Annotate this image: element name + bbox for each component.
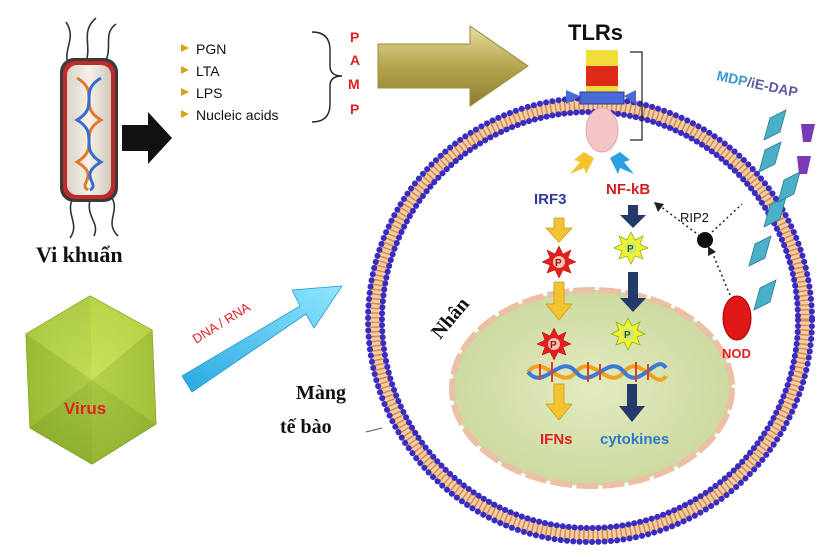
pamp-bullets [181, 44, 189, 118]
pamp-bracket [311, 31, 343, 123]
tlr-to-nfkb-arrow [610, 152, 634, 174]
dna-helix [526, 362, 668, 382]
nfkb-p-dot-1 [625, 242, 637, 254]
bacterium [60, 17, 119, 239]
nfkb-p-label-2: P [624, 330, 631, 341]
irf3-p-dot-1 [553, 256, 565, 268]
tlr-title: TLRs [568, 20, 623, 45]
cytokines-label: cytokines [600, 431, 669, 448]
membrane-label-line2: tế bào [280, 416, 332, 438]
virus-label: Virus [64, 399, 106, 418]
bacteria-to-pamp-arrow [122, 112, 172, 164]
nod-ligand-label: MDP/iE-DAP [715, 67, 799, 100]
pamp-item-nucleic-acids: Nucleic acids [196, 107, 278, 123]
pamp-to-tlr-arrow [377, 25, 529, 107]
virus-to-cell-arrow [181, 285, 343, 393]
nucleus [449, 287, 735, 489]
nod-ligands [748, 109, 815, 311]
membrane-label-line1: Màng [296, 382, 346, 404]
irf3-p-label-2: P [550, 340, 557, 351]
pamp-letter-p2: P [350, 101, 359, 117]
irf3-arrow-3 [545, 383, 573, 421]
ifns-label: IFNs [540, 431, 573, 448]
virus [25, 295, 157, 465]
pamp-letter-a: A [350, 52, 360, 68]
irf3-arrow-2 [545, 281, 573, 321]
membrane-pointer [365, 427, 383, 433]
nod-label: NOD [722, 346, 751, 361]
nfkb-arrow-2 [620, 272, 646, 312]
pamp-letter-p1: P [350, 29, 359, 45]
pamp-item-lta: LTA [196, 63, 220, 79]
pamp-item-lps: LPS [196, 85, 222, 101]
rip2-label: RIP2 [680, 210, 709, 225]
nfkb-arrow-1 [620, 205, 646, 228]
irf3-p-dot-2 [548, 338, 560, 350]
irf3-label: IRF3 [534, 191, 567, 208]
tlr-to-irf3-arrow [570, 152, 594, 174]
pamp-letter-m: M [348, 76, 360, 92]
irf3-p-label-1: P [555, 258, 562, 269]
nfkb-arrow-3 [619, 384, 645, 422]
pamp-item-pgn: PGN [196, 41, 226, 57]
nfkb-label: NF-kB [606, 181, 650, 198]
irf3-arrow-1 [545, 217, 573, 243]
nfkb-p-dot-2 [622, 328, 634, 340]
bacteria-label: Vi khuẩn [36, 242, 123, 267]
nfkb-p-label-1: P [627, 244, 634, 255]
nod-rip2-pathway [654, 202, 752, 341]
tlr-receptor [566, 50, 643, 153]
